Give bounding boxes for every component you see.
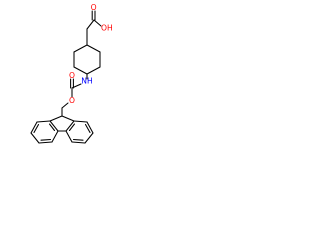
- atom-label-amine-nh: NH: [81, 77, 92, 86]
- bond-ring-4: [73, 66, 88, 75]
- atom-label-ester-o: O: [69, 96, 75, 105]
- bond-c9-right: [61, 115, 75, 122]
- bond-lring-1: [49, 120, 59, 132]
- atom-label-carbamate-o: O: [69, 71, 75, 80]
- bond-ch2-cooh: [86, 19, 95, 30]
- bond-rring-inner-1: [68, 123, 76, 132]
- bond-rring-1: [65, 120, 75, 132]
- bond-c9-left: [49, 115, 63, 122]
- bond-ring-3: [86, 66, 101, 75]
- structure-diagram: O OH NH O O: [30, 3, 113, 144]
- bond-rring-5: [86, 121, 94, 134]
- bond-lring-inner-2: [40, 138, 52, 141]
- bond-lring-4: [30, 132, 40, 144]
- bond-rring-3: [71, 141, 86, 144]
- bond-lring-2: [51, 130, 59, 143]
- bond-rring-6: [73, 120, 88, 123]
- bond-ring-6: [73, 44, 88, 53]
- bond-rring-2: [65, 130, 73, 143]
- bond-lring-5: [30, 121, 38, 134]
- bond-lring-inner-3: [33, 123, 40, 134]
- bond-oester-ch2: [61, 102, 69, 109]
- bond-cooh-single: [93, 19, 102, 27]
- bond-lring-3: [38, 141, 53, 144]
- bond-rring-inner-2: [72, 138, 84, 141]
- bond-lring-6: [36, 120, 51, 123]
- atom-label-carboxyl-o: O: [91, 3, 97, 12]
- bond-lring-inner-1: [48, 123, 56, 132]
- atom-label-carboxyl-oh: OH: [101, 24, 113, 33]
- bond-rring-inner-3: [84, 123, 91, 134]
- bond-ring-1: [86, 44, 101, 53]
- bond-rring-4: [84, 132, 94, 144]
